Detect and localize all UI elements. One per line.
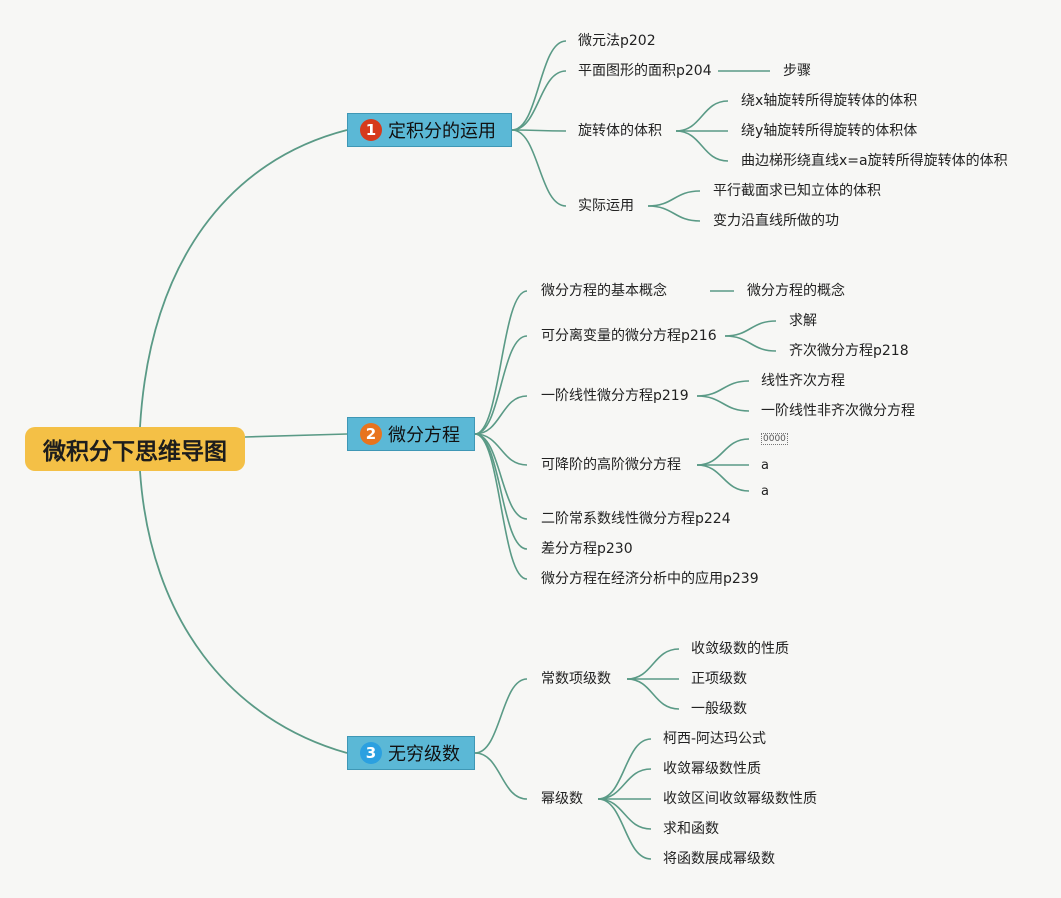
branch-label-1: 定积分的运用 — [388, 121, 496, 142]
badge-2-icon: 2 — [360, 423, 382, 445]
topic-general-series[interactable]: 一般级数 — [691, 701, 747, 717]
topic-reducible-order[interactable]: 可降阶的高阶微分方程 — [541, 457, 681, 473]
topic-power-series-properties[interactable]: 收敛幂级数性质 — [663, 761, 761, 777]
connector-line — [724, 320, 777, 337]
topic-constant-series[interactable]: 常数项级数 — [541, 671, 611, 687]
branch-label-2: 微分方程 — [388, 425, 460, 446]
topic-first-order-linear[interactable]: 一阶线性微分方程p219 — [541, 388, 689, 404]
connector-line — [139, 129, 348, 428]
connector-line — [597, 768, 652, 800]
topic-y-axis-rotation[interactable]: 绕y轴旋转所得旋转的体积体 — [741, 123, 918, 139]
connector-line — [474, 395, 528, 435]
connector-line — [139, 470, 348, 754]
badge-1-icon: 1 — [360, 119, 382, 141]
topic-weiyuanfa[interactable]: 微元法p202 — [578, 33, 656, 49]
topic-variable-force-work[interactable]: 变力沿直线所做的功 — [713, 213, 839, 229]
topic-rotation-volume[interactable]: 旋转体的体积 — [578, 123, 662, 139]
connector-line — [696, 464, 750, 492]
topic-second-order-constant[interactable]: 二阶常系数线性微分方程p224 — [541, 511, 731, 527]
connector-line — [696, 438, 750, 466]
connector-line — [474, 678, 528, 754]
connector-line — [597, 798, 652, 860]
topic-positive-series[interactable]: 正项级数 — [691, 671, 747, 687]
connector-line — [474, 433, 528, 580]
topic-x-axis-rotation[interactable]: 绕x轴旋转所得旋转体的体积 — [741, 93, 918, 109]
topic-de-basics[interactable]: 微分方程的基本概念 — [541, 283, 667, 299]
topic-a-2[interactable]: a — [761, 484, 769, 499]
connector-line — [597, 798, 652, 830]
connector-line — [474, 335, 528, 435]
connector-line — [511, 129, 567, 207]
topic-power-series[interactable]: 幂级数 — [541, 791, 583, 807]
connector-line — [675, 100, 729, 132]
topic-de-concept[interactable]: 微分方程的概念 — [747, 283, 845, 299]
connector-line — [511, 70, 567, 131]
topic-homogeneous-de[interactable]: 齐次微分方程p218 — [789, 343, 909, 359]
topic-linear-nonhomogeneous[interactable]: 一阶线性非齐次微分方程 — [761, 403, 915, 419]
topic-sum-function[interactable]: 求和函数 — [663, 821, 719, 837]
topic-a-1[interactable]: a — [761, 458, 769, 473]
topic-cross-section-volume[interactable]: 平行截面求已知立体的体积 — [713, 183, 881, 199]
connector-line — [626, 648, 680, 680]
branch-node-1[interactable]: 1 定积分的运用 — [347, 113, 512, 147]
connector-line — [647, 205, 701, 222]
branch-label-3: 无穷级数 — [388, 744, 460, 765]
connector-line — [696, 395, 750, 412]
topic-solve[interactable]: 求解 — [789, 313, 817, 329]
topic-cauchy-hadamard[interactable]: 柯西-阿达玛公式 — [663, 731, 767, 747]
branch-node-2[interactable]: 2 微分方程 — [347, 417, 475, 451]
topic-line-rotation[interactable]: 曲边梯形绕直线x=a旋转所得旋转体的体积 — [741, 153, 1008, 169]
connector-line — [724, 335, 777, 352]
topic-difference-equation[interactable]: 差分方程p230 — [541, 541, 633, 557]
connector-line — [511, 40, 567, 131]
topic-separable-de[interactable]: 可分离变量的微分方程p216 — [541, 328, 717, 344]
topic-plane-area[interactable]: 平面图形的面积p204 — [578, 63, 712, 79]
connector-line — [511, 129, 567, 132]
connector-line — [244, 433, 348, 438]
topic-convergent-series-properties[interactable]: 收敛级数的性质 — [691, 641, 789, 657]
root-label: 微积分下思维导图 — [43, 439, 227, 465]
branch-node-3[interactable]: 3 无穷级数 — [347, 736, 475, 770]
topic-economic-application[interactable]: 微分方程在经济分析中的应用p239 — [541, 571, 759, 587]
connector-line — [675, 130, 729, 162]
topic-linear-homogeneous[interactable]: 线性齐次方程 — [761, 373, 845, 389]
connector-line — [474, 752, 528, 800]
root-node[interactable]: 微积分下思维导图 — [25, 427, 245, 471]
connector-line — [647, 190, 701, 207]
topic-placeholder-glyph[interactable]: 0000 — [761, 433, 788, 445]
connector-line — [474, 433, 528, 466]
connector-line — [474, 433, 528, 550]
topic-applications[interactable]: 实际运用 — [578, 198, 634, 214]
badge-3-icon: 3 — [360, 742, 382, 764]
topic-convergence-interval[interactable]: 收敛区间收敛幂级数性质 — [663, 791, 817, 807]
connector-line — [696, 380, 750, 397]
connector-line — [474, 290, 528, 435]
topic-steps[interactable]: 步骤 — [783, 63, 811, 79]
connector-line — [626, 678, 680, 710]
connector-line — [597, 738, 652, 800]
topic-expand-power-series[interactable]: 将函数展成幂级数 — [663, 851, 775, 867]
